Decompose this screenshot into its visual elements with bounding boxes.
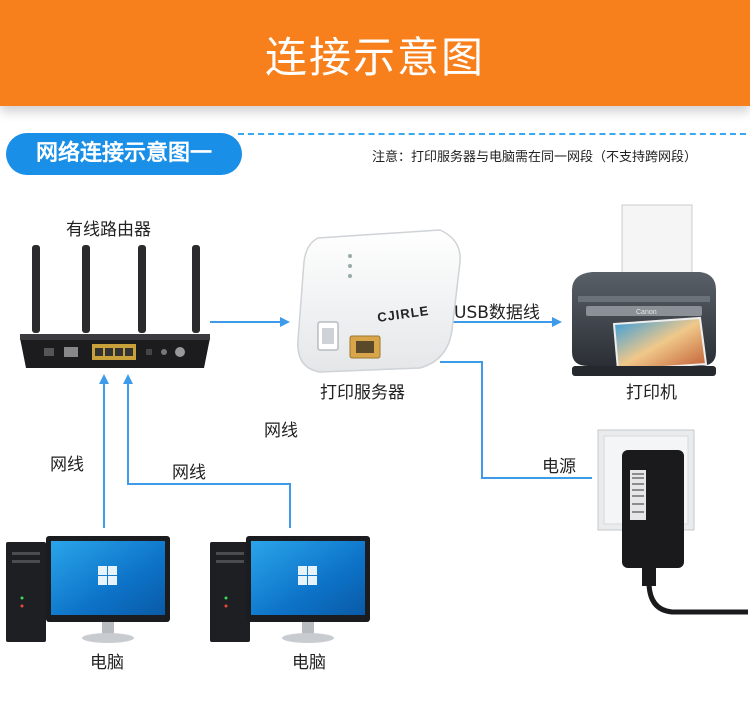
print-server-label: 打印服务器 [320,383,405,403]
printer-label: 打印机 [626,383,677,403]
router-to-server-arrow [280,317,290,327]
router-icon [20,245,210,368]
section-badge: 网络连接示意图一 [6,133,242,175]
header-banner: 连接示意图 [0,0,750,106]
pc-right-arrow [123,374,133,384]
power-line [440,361,592,479]
server-brand-text: CJIRLE [376,303,430,325]
printer-brand-text: Canon [636,309,657,316]
pc-left-label: 电脑 [90,653,124,673]
printer-icon: Canon [572,204,716,376]
connector-lines [99,317,592,528]
router-label: 有线路由器 [66,220,151,240]
network-note: 注意：打印服务器与电脑需在同一网段（不支持跨网段） [372,150,698,165]
pc-left-icon [6,536,170,643]
power-adapter-icon [597,429,748,615]
cable-right-label: 网线 [172,463,206,483]
pc-right-icon [210,536,370,643]
pc-right-line [127,382,291,528]
page-title: 连接示意图 [264,33,485,82]
usb-cable-label: USB数据线 [454,303,540,323]
cable-left-label: 网线 [50,455,84,475]
dashed-divider [238,133,746,135]
power-label: 电源 [542,457,576,477]
cable-top-label: 网线 [264,421,298,441]
print-server-icon: CJIRLE [297,229,461,373]
pc-right-label: 电脑 [292,653,326,673]
usb-arrow [552,317,562,327]
pc-left-arrow [99,374,109,384]
